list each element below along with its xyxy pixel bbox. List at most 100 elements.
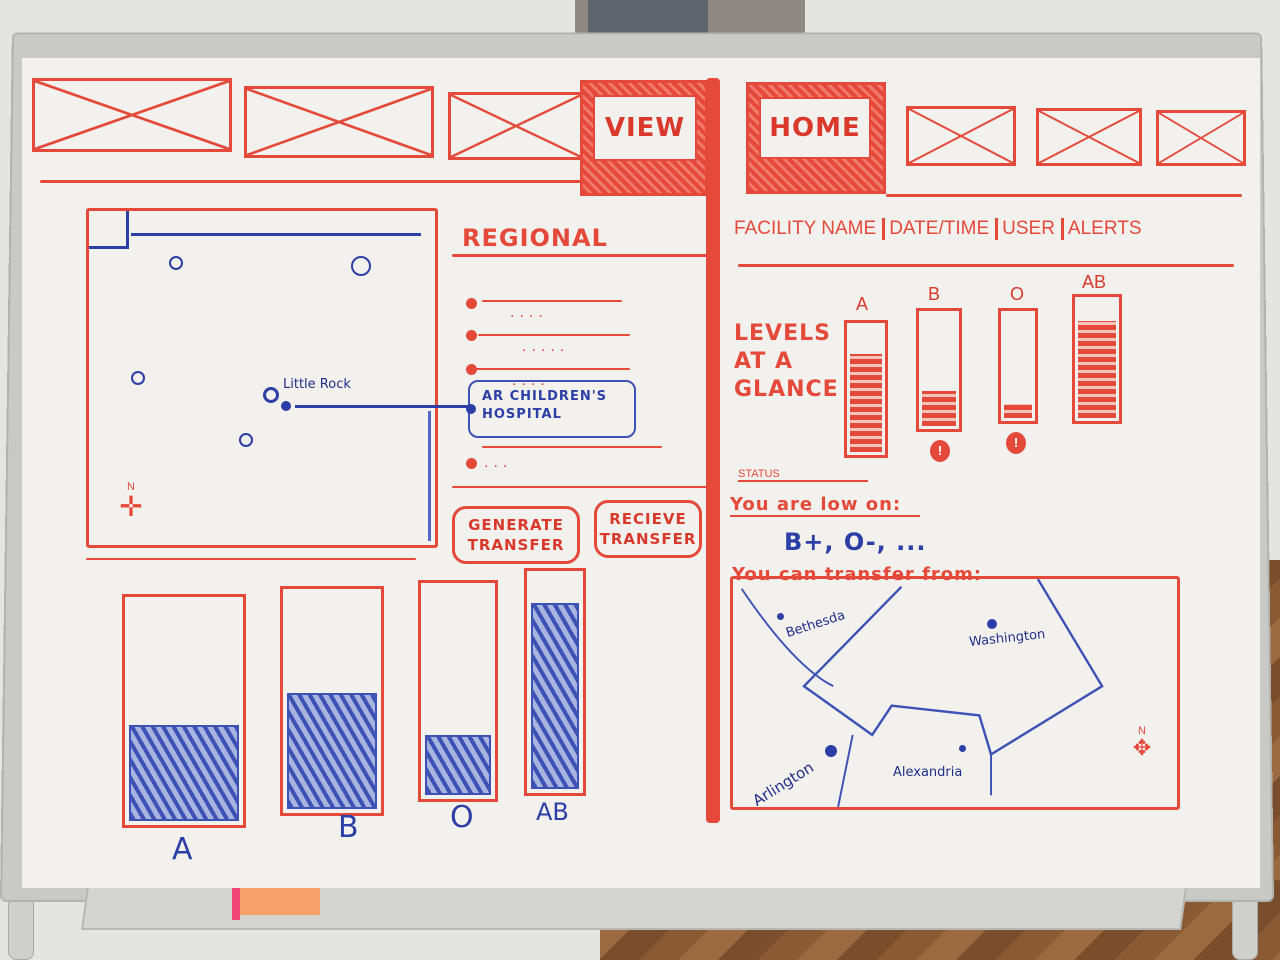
list-item-1-detail: ....: [510, 304, 548, 321]
compass-icon: N ✛: [111, 481, 151, 521]
compass-icon: N ✥: [1127, 725, 1157, 759]
facility-header: FACILITY NAME DATE/TIME USER ALERTS: [734, 218, 1142, 240]
region-map[interactable]: Little Rock N ✛: [86, 208, 445, 548]
section-divider: [86, 558, 416, 560]
compass-north-label: N: [127, 481, 135, 493]
alert-icon-o[interactable]: !: [1006, 432, 1026, 454]
blood-bar-b[interactable]: [280, 586, 384, 816]
gauge-fill: [1078, 321, 1116, 418]
map-facility-marker[interactable]: [351, 256, 371, 276]
nav-tab-view-label: VIEW: [593, 95, 697, 161]
list-item-selected[interactable]: AR CHILDREN'S HOSPITAL: [466, 380, 636, 438]
blood-bar-fill: [425, 734, 491, 795]
list-item-5-label: ...: [484, 454, 513, 471]
map-to-list-connector: [374, 405, 470, 408]
map-city-marker-bethesda[interactable]: [777, 613, 784, 620]
list-item-5[interactable]: [482, 446, 662, 448]
gauge-label-ab: AB: [1082, 272, 1107, 292]
map-boundaries: [740, 579, 1104, 807]
nav-placeholder-3[interactable]: [448, 92, 584, 160]
transfer-map[interactable]: Bethesda Washington Arlington Alexandria…: [730, 576, 1180, 810]
receive-transfer-button[interactable]: RECIEVE TRANSFER: [594, 500, 702, 558]
blood-bar-fill: [287, 692, 377, 809]
blood-bar-ab[interactable]: [524, 568, 586, 796]
list-bullet-icon: [466, 298, 477, 309]
regional-title: REGIONAL: [462, 224, 608, 252]
levels-title: LEVELS AT A GLANCE: [734, 320, 839, 404]
alert-icon-b[interactable]: !: [930, 440, 950, 462]
nav-underline: [886, 194, 1242, 197]
gauge-label-a: A: [856, 294, 869, 314]
list-item-1[interactable]: [482, 300, 622, 302]
nav-tab-home-label: HOME: [759, 97, 871, 159]
gauge-fill: [850, 354, 882, 452]
transfer-from-label: You can transfer from:: [732, 564, 983, 585]
user-menu[interactable]: USER: [995, 218, 1055, 240]
list-item-3[interactable]: [474, 368, 630, 370]
list-selected-marker: [466, 404, 476, 414]
compass-north-label: N: [1138, 725, 1146, 737]
nav-tab-home-active[interactable]: HOME: [746, 82, 886, 194]
map-city-label: Alexandria: [893, 765, 963, 780]
blood-bar-label-b: B: [338, 810, 359, 845]
map-city-marker-alexandria[interactable]: [959, 745, 966, 752]
blood-bar-a[interactable]: [122, 594, 246, 828]
gauge-a[interactable]: [844, 320, 888, 458]
alerts-menu[interactable]: ALERTS: [1060, 218, 1142, 240]
list-bullet-icon: [466, 458, 477, 469]
date-time: DATE/TIME: [882, 218, 989, 240]
low-on-values: B+, O-, ...: [784, 528, 927, 556]
blood-bar-label-ab: AB: [536, 798, 569, 826]
list-bullet-icon: [466, 364, 477, 375]
nav-placeholder-6[interactable]: [1156, 110, 1246, 166]
nav-placeholder-1[interactable]: [32, 78, 232, 152]
nav-placeholder-4[interactable]: [906, 106, 1016, 166]
blood-bar-o[interactable]: [418, 580, 498, 802]
sticky-note-orange: [240, 885, 320, 915]
map-river: [428, 411, 431, 541]
blood-bar-label-o: O: [450, 800, 474, 835]
map-selected-marker[interactable]: [281, 401, 291, 411]
facility-name: FACILITY NAME: [734, 218, 877, 239]
gauge-b[interactable]: [916, 308, 962, 432]
map-city-marker-washington[interactable]: [987, 619, 997, 629]
gauge-ab[interactable]: [1072, 294, 1122, 424]
gauge-o[interactable]: [998, 308, 1038, 424]
header-underline: [738, 264, 1234, 267]
blood-bar-label-a: A: [172, 832, 193, 867]
nav-placeholder-5[interactable]: [1036, 108, 1142, 166]
map-city-marker-arlington[interactable]: [825, 745, 837, 757]
regional-title-underline: [452, 254, 712, 257]
levels-title-line: LEVELS: [734, 321, 831, 346]
nav-underline: [40, 180, 584, 183]
screen-divider: [706, 78, 720, 823]
list-item-2-detail: .....: [522, 338, 570, 355]
list-bullet-icon: [466, 330, 477, 341]
whiteboard: VIEW Little Rock N ✛ REGIONAL: [22, 58, 1260, 888]
levels-title-line: AT A: [734, 349, 794, 374]
blood-bar-fill: [129, 725, 239, 821]
status-label: STATUS: [738, 468, 868, 482]
map-facility-marker[interactable]: [239, 433, 253, 447]
list-bottom-divider: [452, 486, 714, 488]
nav-tab-view-active[interactable]: VIEW: [580, 80, 708, 196]
gauge-fill: [922, 390, 956, 426]
generate-transfer-button[interactable]: GENERATE TRANSFER: [452, 506, 580, 564]
list-item-2[interactable]: [478, 334, 630, 336]
blood-bar-fill: [531, 602, 579, 789]
levels-title-line: GLANCE: [734, 377, 839, 402]
map-state-border: [131, 233, 421, 236]
gauge-label-b: B: [928, 284, 941, 304]
map-facility-marker[interactable]: [169, 256, 183, 270]
gauge-fill: [1004, 403, 1032, 418]
map-city-label: Little Rock: [283, 377, 351, 392]
list-item-selected-label: AR CHILDREN'S HOSPITAL: [482, 389, 608, 422]
capital-star-icon: [263, 387, 279, 403]
map-state-border: [89, 211, 129, 249]
map-facility-marker[interactable]: [131, 371, 145, 385]
sticky-note-pink: [232, 888, 240, 920]
low-on-label: You are low on:: [730, 494, 920, 517]
map-connector-line: [295, 405, 445, 408]
nav-placeholder-2[interactable]: [244, 86, 434, 158]
gauge-label-o: O: [1010, 284, 1025, 304]
